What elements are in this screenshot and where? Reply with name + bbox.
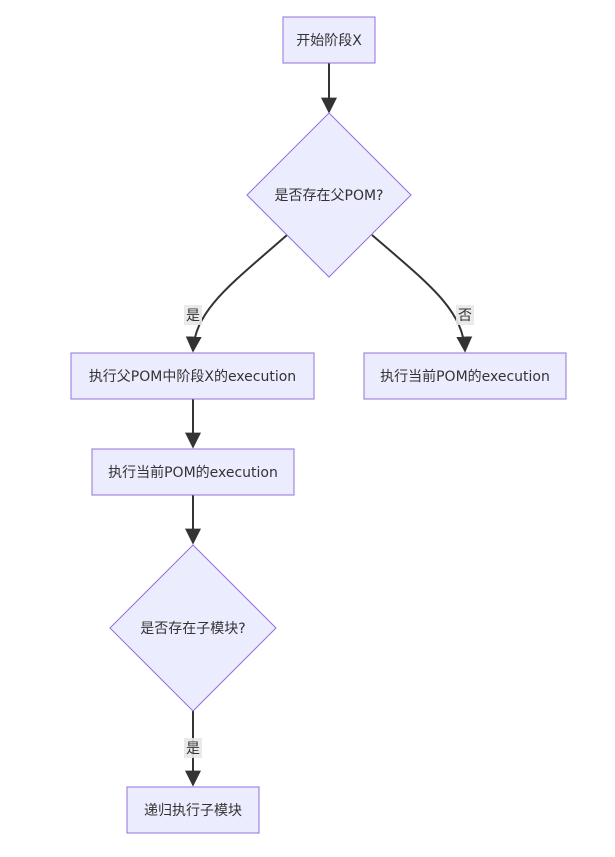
node-exec-current-no: 执行当前POM的execution (363, 352, 567, 400)
node-exec-current: 执行当前POM的execution (91, 448, 295, 496)
node-has-parent-decision: 是否存在父POM? (246, 112, 412, 278)
edge-decision-to-exec-current-no (371, 234, 473, 353)
node-recurse: 递归执行子模块 (126, 786, 260, 834)
node-exec-current-label: 执行当前POM的execution (108, 464, 278, 481)
edge-label-yes-parent-text: 是 (186, 308, 200, 324)
node-has-child-decision: 是否存在子模块? (109, 544, 277, 712)
edge-label-yes-parent: 是 (184, 305, 202, 325)
node-start: 开始阶段X (282, 16, 376, 64)
edge-label-yes-child: 是 (184, 738, 202, 758)
edge-label-no-parent-text: 否 (458, 308, 472, 324)
node-recurse-label: 递归执行子模块 (144, 802, 242, 819)
edge-label-yes-child-text: 是 (186, 741, 200, 757)
edge-label-no-parent: 否 (456, 305, 474, 325)
node-exec-current-no-label: 执行当前POM的execution (380, 368, 550, 385)
node-start-label: 开始阶段X (296, 33, 362, 49)
edge-decision-to-exec-parent (185, 234, 288, 353)
node-exec-parent: 执行父POM中阶段X的execution (70, 352, 315, 400)
node-exec-parent-label: 执行父POM中阶段X的execution (89, 369, 296, 385)
node-has-parent-label: 是否存在父POM? (275, 188, 384, 204)
node-has-child-label: 是否存在子模块? (140, 621, 245, 637)
